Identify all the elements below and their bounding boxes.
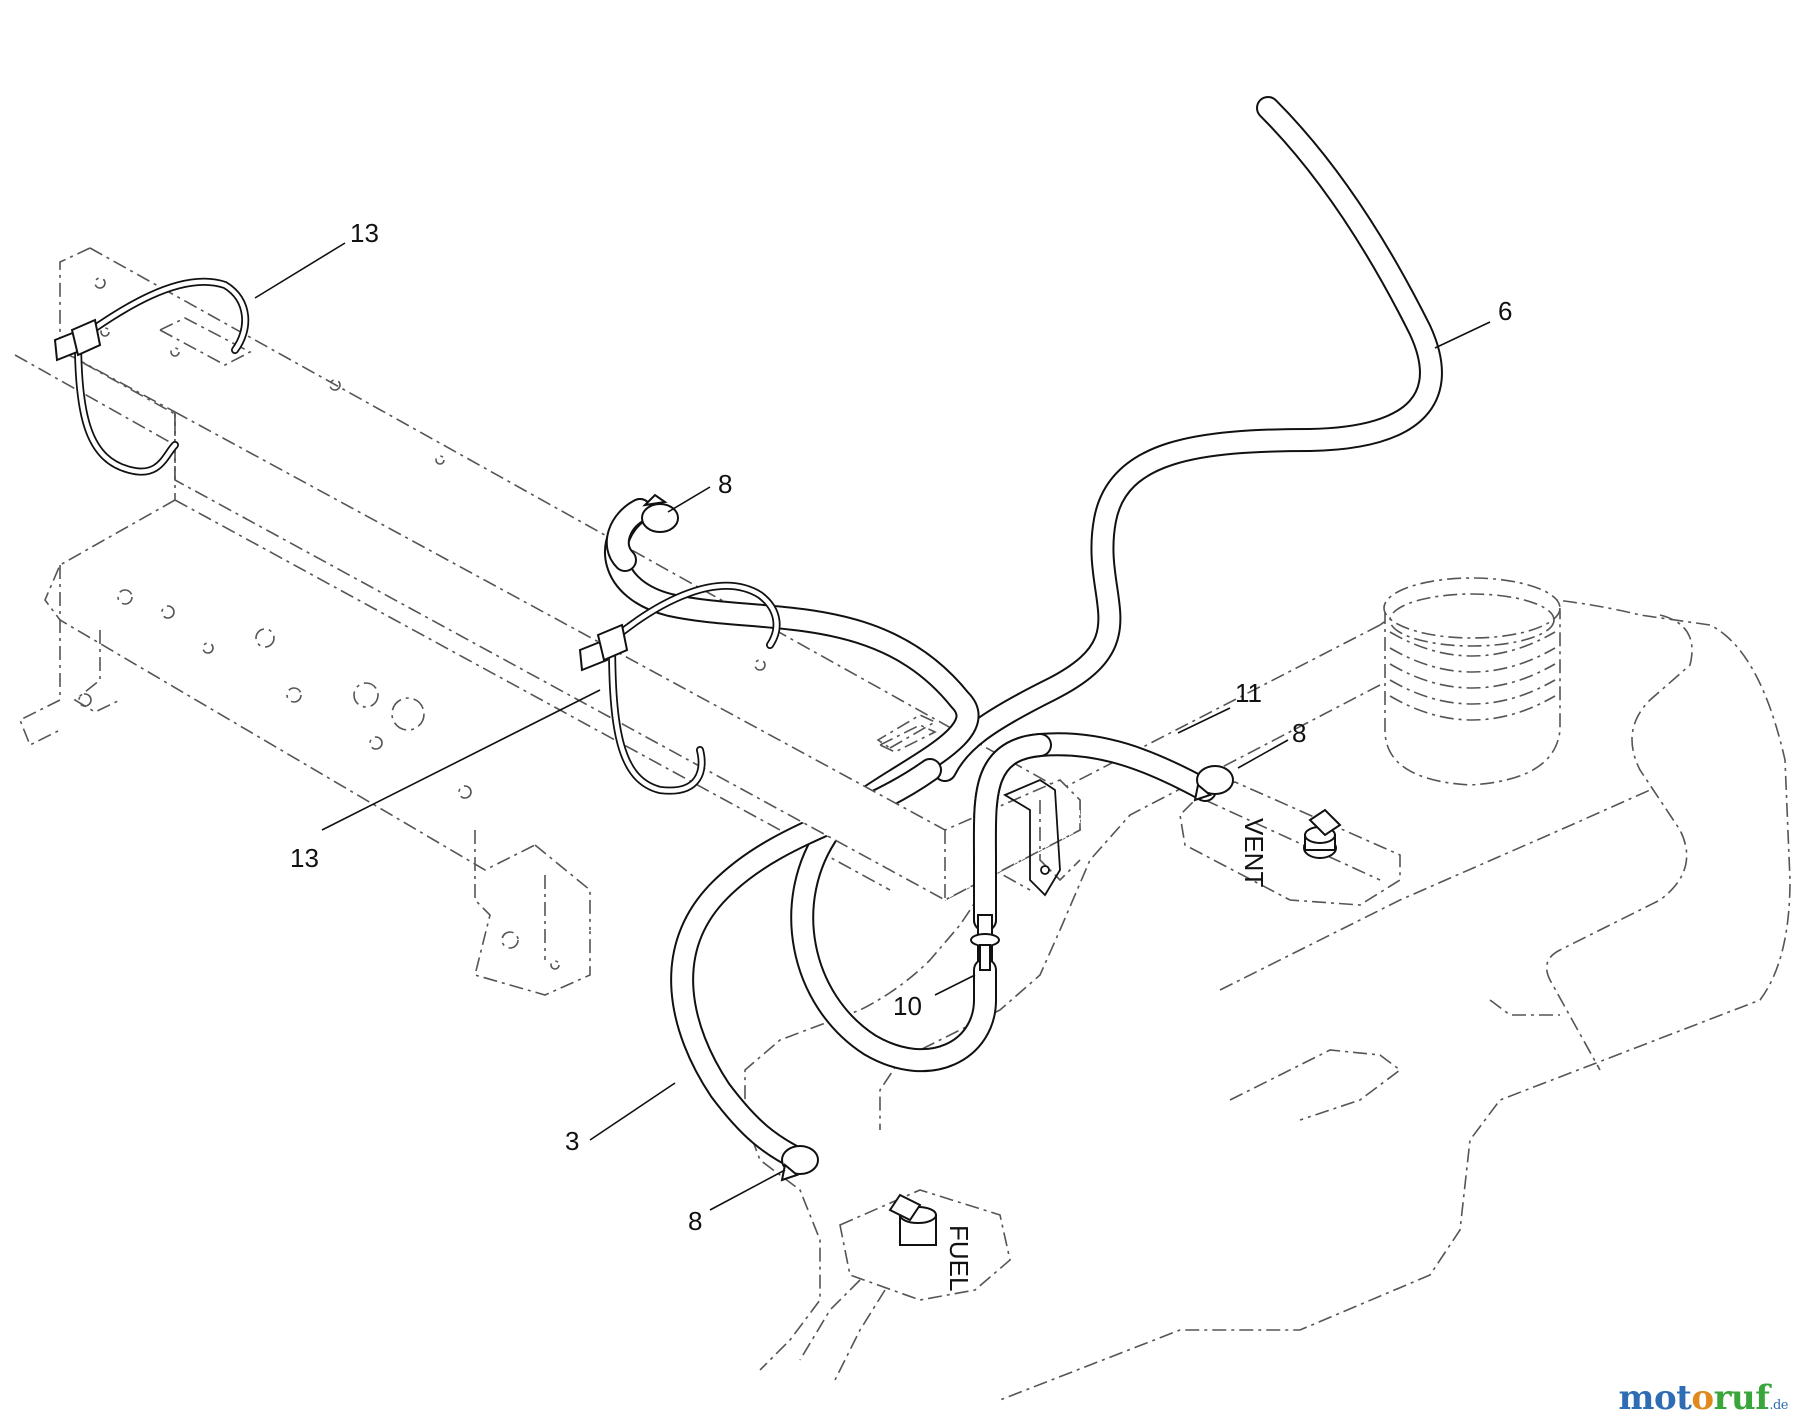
callout-8-right: 8 [1292,718,1306,748]
fitting-10 [970,914,1000,971]
hose-clamp-bottom [780,1145,819,1182]
fuel-tank [744,577,1791,1401]
cable-tie-middle [578,581,781,795]
callout-3: 3 [565,1126,579,1156]
watermark-part-2: o [1691,1378,1714,1418]
vent-embossing-bottom: FUEL [944,1225,974,1291]
crossmember-front [174,410,1081,901]
callout-13-middle: 13 [290,843,319,873]
callout-10: 10 [893,991,922,1021]
hose-clamp-right [1193,765,1234,802]
watermark-part-3: ruf [1713,1378,1770,1418]
callout-8-top: 8 [718,469,732,499]
callouts: 13 13 6 8 11 8 10 3 8 [290,218,1512,1236]
callout-8-bottom: 8 [688,1206,702,1236]
leader-lines [254,242,1491,1211]
cable-tie-left [53,277,250,476]
hose-clamp-top [605,493,679,572]
callout-6: 6 [1498,296,1512,326]
callout-13-top: 13 [350,218,379,248]
watermark-tld: .de [1769,1398,1788,1413]
tank-vent-upper: VENT [1239,808,1342,887]
hose-6 [933,96,1443,782]
watermark-part-1: mot [1618,1378,1692,1418]
callout-11: 11 [1235,678,1262,708]
watermark-logo: motoruf.de [1618,1378,1789,1418]
hose-bracket [1003,778,1061,897]
vent-embossing-top: VENT [1239,818,1269,887]
tank-vent-lower: FUEL [888,1193,974,1291]
hose-11-front [972,733,1052,932]
